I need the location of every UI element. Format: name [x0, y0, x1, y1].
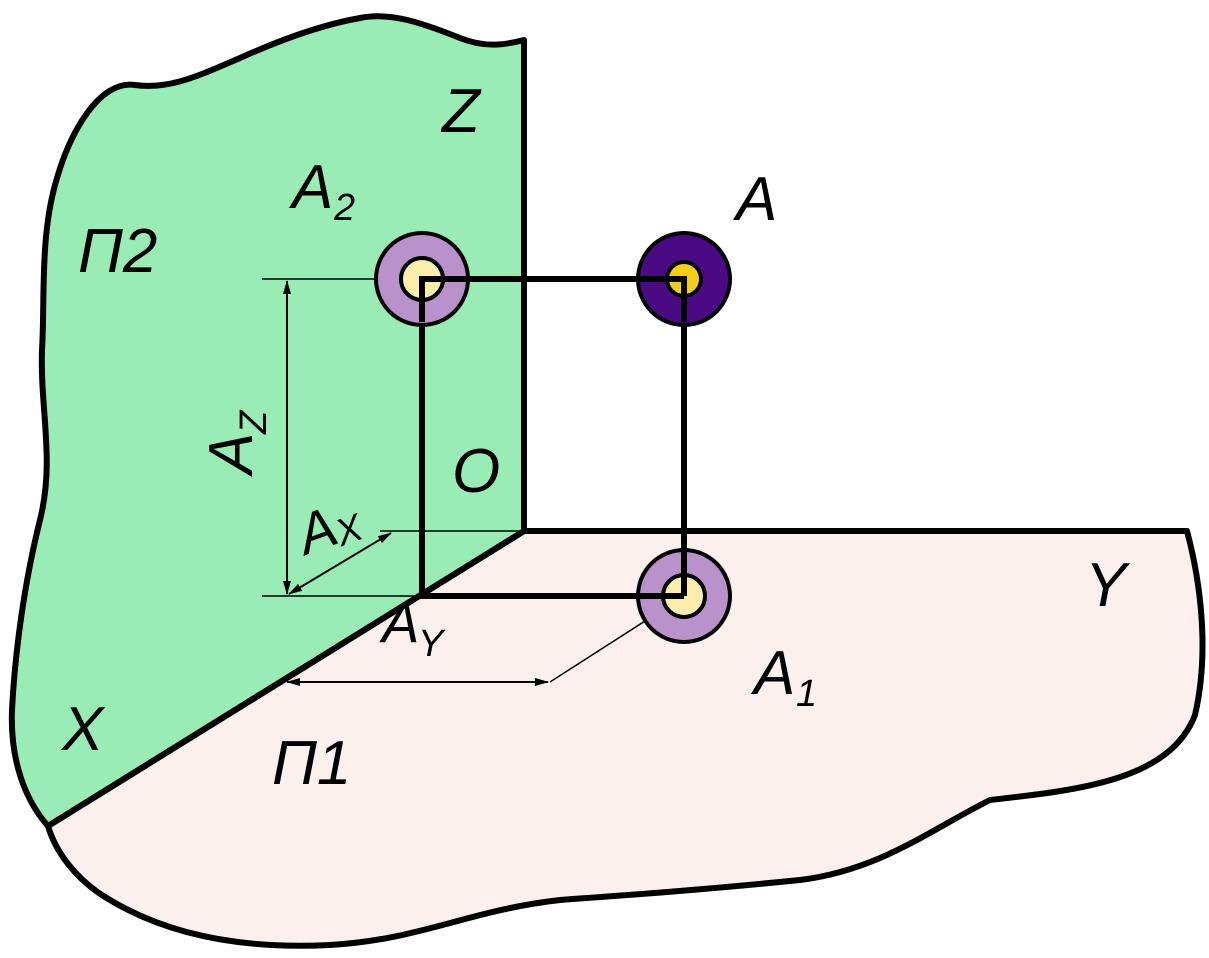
- coord-ay-label: A Y: [379, 591, 446, 665]
- frontal-plane: [8, 13, 527, 829]
- plane-frontal-label: П2: [78, 217, 157, 286]
- svg-text:A: A: [379, 591, 419, 654]
- point-a1-label: A 1: [750, 639, 817, 715]
- svg-text:2: 2: [333, 187, 355, 229]
- svg-text:A: A: [288, 153, 333, 222]
- axis-z-label: Z: [440, 77, 482, 146]
- svg-text:A: A: [197, 433, 266, 478]
- axis-y-label: Y: [1085, 551, 1131, 620]
- svg-text:A: A: [750, 639, 795, 708]
- svg-text:1: 1: [796, 673, 817, 715]
- svg-text:Y: Y: [418, 623, 446, 665]
- plane-horizontal-label: П1: [272, 729, 351, 798]
- point-a2-label: A 2: [288, 153, 355, 229]
- ax-dimension-arrow: [288, 532, 392, 595]
- point-a-label: A: [732, 165, 777, 234]
- svg-text:Z: Z: [233, 409, 275, 435]
- coord-az-label: A Z: [197, 409, 275, 478]
- projection-lines-overlay: [419, 276, 687, 322]
- horizontal-plane: [45, 528, 1206, 949]
- origin-label: O: [452, 437, 500, 506]
- axis-x-label: X: [60, 695, 106, 764]
